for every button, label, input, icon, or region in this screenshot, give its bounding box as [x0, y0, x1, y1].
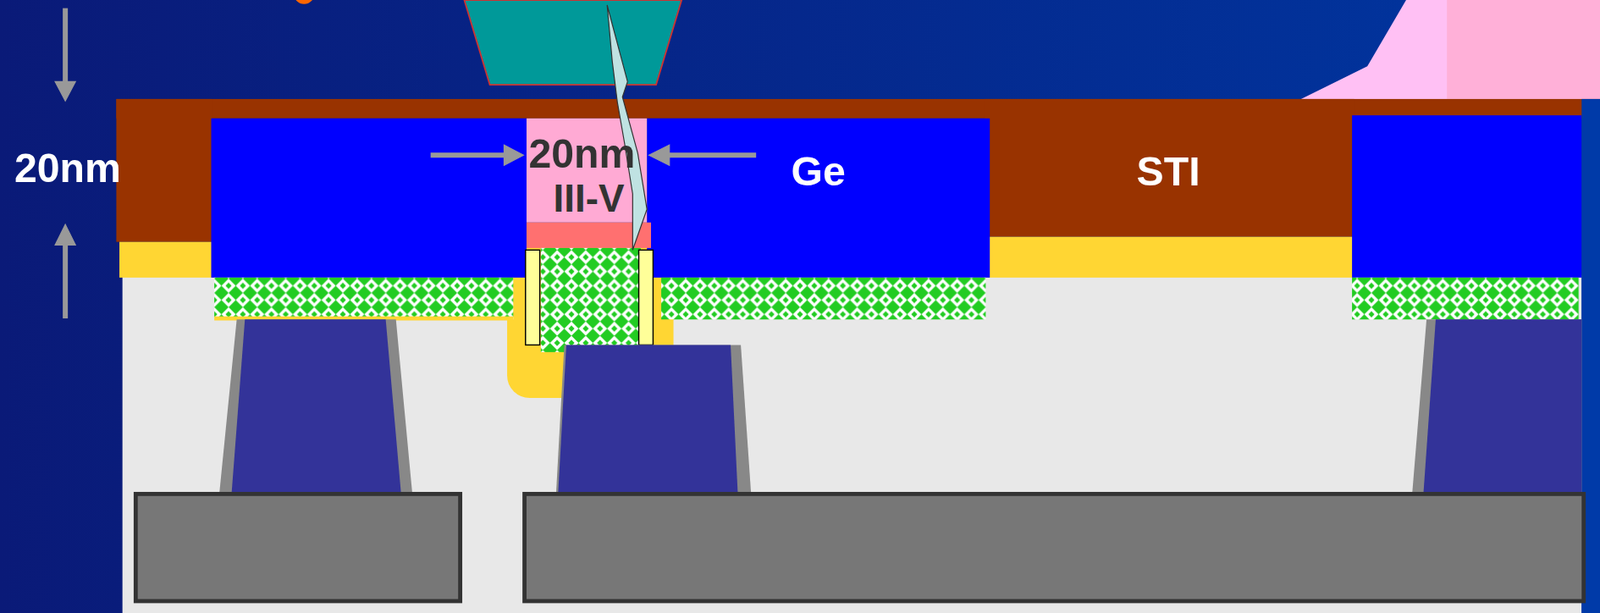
region-label: STI [1136, 150, 1201, 192]
pink-gate-right [1446, 0, 1600, 100]
ge-block [646, 118, 990, 278]
region-label: Ge [791, 150, 846, 192]
orange-mark [293, 0, 315, 5]
spacer [639, 249, 654, 345]
pink-gate [1301, 0, 1600, 100]
metal-line [524, 493, 1584, 602]
sti-left [115, 99, 212, 243]
silicide [661, 277, 986, 320]
sti-region: STI [984, 118, 1352, 238]
spacer [525, 249, 541, 345]
silicide [214, 277, 514, 320]
sti-region [984, 99, 1354, 238]
dimension-label: 20nm [528, 132, 635, 174]
via [231, 319, 402, 493]
dimension-label: 20nm [14, 147, 122, 188]
iii-v-region [526, 118, 647, 223]
silicide [540, 248, 641, 353]
silicide [1351, 277, 1579, 320]
via [1423, 319, 1582, 493]
via-liner [1412, 319, 1582, 493]
yellow-liner [985, 237, 1353, 278]
via-liner [556, 344, 751, 493]
ge-block [211, 118, 527, 278]
via [557, 344, 738, 493]
dimension-arrows [55, 8, 756, 319]
contact-plug [463, 0, 682, 85]
region-label: III-V [552, 178, 624, 218]
ge-block [1351, 115, 1582, 278]
yellow-liner [119, 242, 215, 278]
metal-line [135, 493, 460, 602]
via-liner [219, 319, 413, 493]
ge-region: Ge [646, 118, 990, 278]
